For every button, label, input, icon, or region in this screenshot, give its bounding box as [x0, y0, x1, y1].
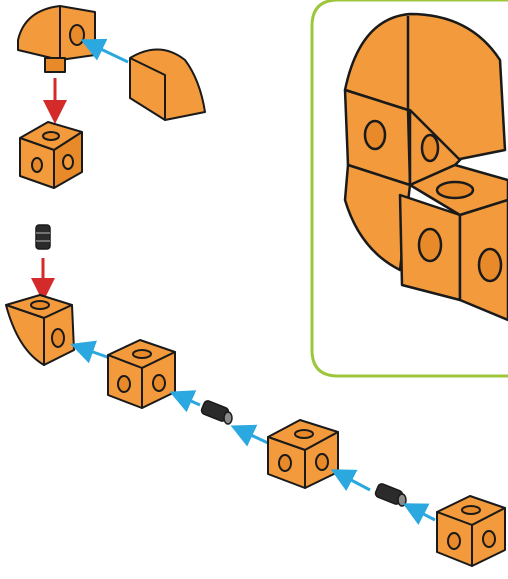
cube-block-2 [107, 339, 176, 409]
connector-arrow [230, 424, 269, 447]
cube-block-4 [436, 495, 506, 567]
connector-pin-2 [200, 400, 233, 425]
connector-arrow [169, 390, 201, 413]
connector-arrow [70, 340, 111, 364]
connector-arrow [80, 38, 129, 64]
cube-block-1 [19, 121, 83, 189]
connector-arrow [402, 503, 436, 525]
connector-pin-3 [374, 483, 407, 507]
cube-block-3 [267, 419, 339, 489]
connector-arrow [330, 469, 371, 492]
inset-panel [310, 0, 508, 378]
quarter-round-block-bottom [5, 294, 75, 366]
connector-pin-1 [35, 224, 51, 250]
quarter-round-block-top [17, 5, 96, 73]
curved-cap-block [129, 48, 206, 121]
